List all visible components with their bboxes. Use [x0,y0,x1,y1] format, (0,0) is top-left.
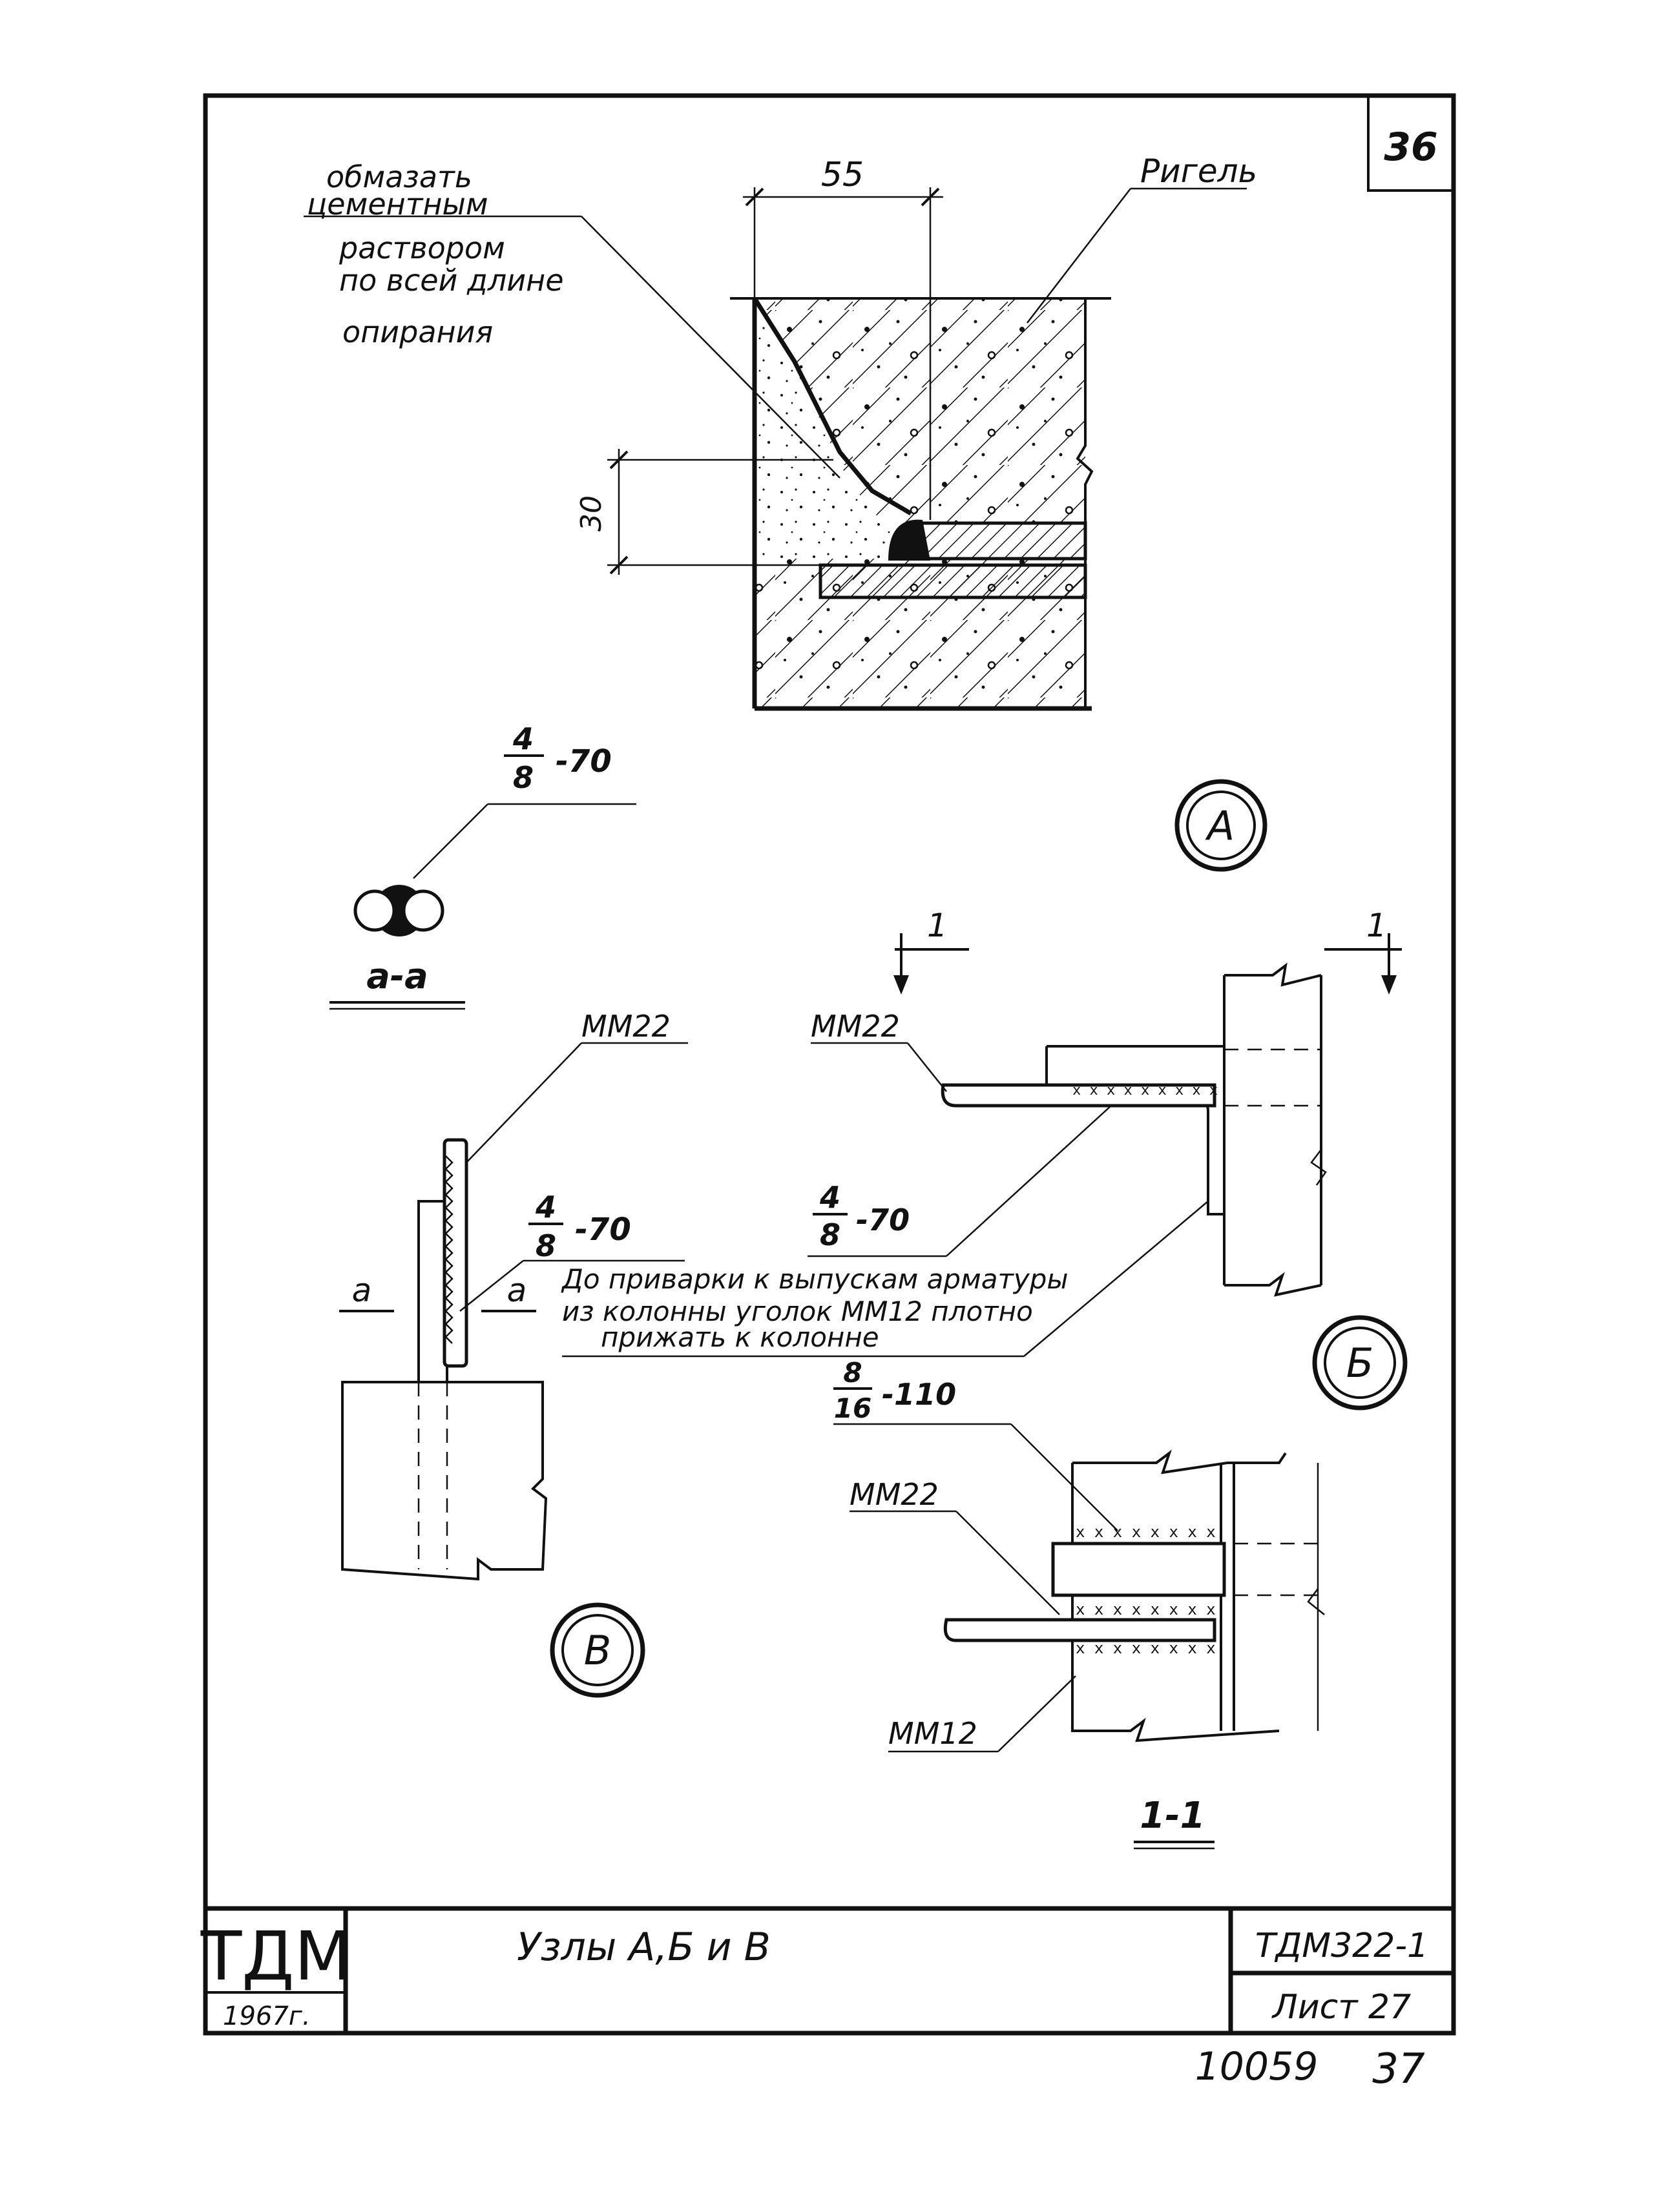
sheet-number-label: Лист 27 [1271,1988,1411,2027]
aa-bar-left [353,889,396,932]
s11-weld-length: -110 [882,1377,956,1412]
v-rod-mm22 [443,1138,468,1368]
s11-weld-crosses-bottom: x x x x x x x x [1076,1639,1216,1657]
b-weld-crosses: x x x x x x x x x [1072,1082,1218,1099]
rigel-label: Ригель [1140,152,1257,190]
v-mm22-label: ММ22 [581,1009,671,1044]
v-weld-length: -70 [575,1212,631,1248]
section-1-1: x x x x x x x x x x x x x x x x x x x x … [833,1357,1325,1850]
b-section-mark-left: 1 [927,907,948,944]
drawing-code: ТДМ322-1 [1255,1927,1428,1965]
v-weld-seam [444,1155,454,1344]
b-note-line-1: До приварки к выпускам арматуры [561,1263,1069,1295]
b-note-line-2: из колонны уголок ММ12 плотно [562,1296,1033,1327]
b-rod-mm22 [941,1083,1216,1108]
sheet-frame [203,93,1456,2036]
title-block: ТДМ 1967г. Узлы А,Б и В ТДМ322-1 Лист 27 [200,1906,1454,2033]
aa-weld-length: -70 [556,743,612,780]
s11-weld-crosses-mid: x x x x x x x x [1076,1600,1216,1618]
b-weld-size-bottom: 8 [820,1217,840,1252]
mortar-note-line-1: обмазать [326,160,472,194]
s11-rod-mm22 [943,1618,1216,1642]
dimension-55: 55 [821,156,864,194]
mortar-note-line-5: опирания [342,315,493,349]
embedded-plate-upper [914,521,1087,561]
page-number: 36 [1384,125,1438,170]
v-column [341,1381,548,1581]
aa-weld-size-bottom: 8 [513,760,534,795]
title-year: 1967г. [223,2001,311,2031]
s11-column [1071,1449,1287,1742]
section-a-a: 4 8 -70 а-а [329,721,636,1010]
v-cut-mark-left: а [352,1272,372,1309]
aa-weld-size-top: 4 [512,721,534,756]
mortar-note-line-3: раствором [339,231,505,265]
v-weld-size-bottom: 8 [536,1228,556,1263]
node-v-detail: а а ММ22 4 8 -70 В [339,1009,688,1698]
node-b-bubble-letter: Б [1346,1339,1374,1387]
drawing-title: Узлы А,Б и В [517,1925,771,1970]
node-b-detail: 1 1 x x x x x x x x x ММ22 4 8 -70 До пр… [561,907,1408,1411]
node-a-bubble [1174,779,1267,872]
b-mm22-label: ММ22 [811,1009,900,1044]
page-number-box: 36 [1367,96,1454,192]
aa-section-label: а-а [366,956,428,997]
node-v-bubble [550,1602,645,1698]
node-a-bubble-letter: А [1205,802,1235,849]
s11-weld-size-top: 8 [843,1357,862,1389]
aa-bar-right [402,889,444,932]
node-b-bubble [1312,1315,1408,1411]
archive-number: 10059 [1195,2044,1319,2089]
v-angle [417,1200,448,1383]
dimension-30: 30 [575,495,608,532]
s11-section-label: 1-1 [1140,1795,1205,1837]
title-logo: ТДМ [200,1917,353,1996]
v-weld-size-top: 4 [535,1190,556,1225]
mortar-note-line-2: цементным [307,187,488,222]
mortar-boundary [753,297,912,516]
s11-plate [1051,1542,1226,1597]
node-a-detail: 55 30 обмазать цементным раствором по вс… [304,152,1267,872]
b-note-line-3: прижать к колонне [601,1321,879,1353]
b-weld-length: -70 [856,1203,910,1237]
s11-mm22-label: ММ22 [850,1477,939,1512]
v-cut-mark-right: а [507,1272,527,1309]
weld-bead [888,519,930,561]
node-v-bubble-letter: В [584,1627,612,1674]
b-weld-size-top: 4 [819,1180,840,1215]
bottom-page-number: 37 [1372,2045,1425,2093]
b-column [1223,962,1322,1297]
s11-weld-size-bottom: 16 [834,1392,871,1424]
b-angle-mm12 [1047,1045,1225,1215]
s11-mm12-label: ММ12 [888,1716,977,1751]
s11-weld-crosses-top: x x x x x x x x [1076,1523,1216,1541]
mortar-note-line-4: по всей длине [339,263,564,298]
embedded-plate-lower [819,563,1087,599]
b-section-mark-right: 1 [1366,907,1387,944]
